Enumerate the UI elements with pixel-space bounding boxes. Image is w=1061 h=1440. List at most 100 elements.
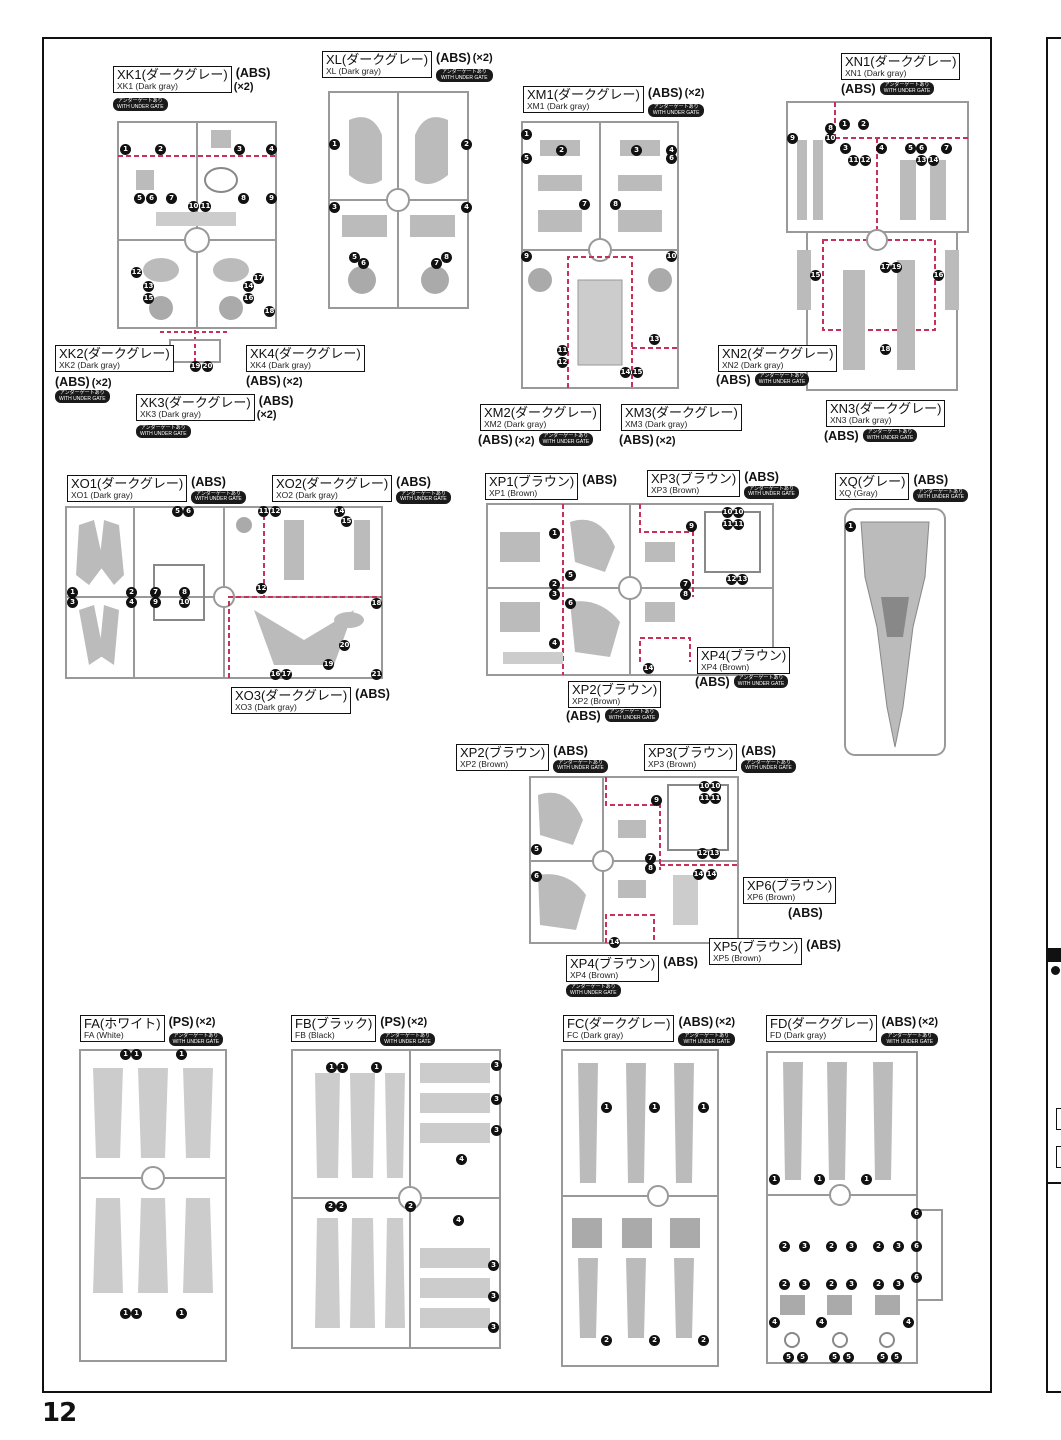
part-number: 7	[941, 143, 952, 154]
part-number: 3	[631, 145, 642, 156]
part-number: 13	[143, 281, 154, 292]
part-number: 5	[349, 252, 360, 263]
part-number: 9	[150, 597, 161, 608]
part-number: 14	[643, 663, 654, 674]
part-number: 3	[491, 1094, 502, 1105]
part-number: 6	[911, 1272, 922, 1283]
part-number: 7	[645, 853, 656, 864]
part-number: 2	[698, 1335, 709, 1346]
part-number: 3	[491, 1060, 502, 1071]
part-number: 12	[726, 574, 737, 585]
part-number: 1	[601, 1102, 612, 1113]
part-number: 2	[826, 1241, 837, 1252]
part-number: 8	[825, 123, 836, 134]
part-number: 10	[733, 507, 744, 518]
part-number: 3	[234, 144, 245, 155]
part-number: 3	[799, 1241, 810, 1252]
part-number: 1	[769, 1174, 780, 1185]
part-number: 5	[905, 143, 916, 154]
runner-label-xl: XL(ダークグレー)XL (Dark gray)(ABS)(×2)アンダーゲート…	[322, 51, 493, 82]
part-number: 3	[488, 1322, 499, 1333]
part-number: 7	[166, 193, 177, 204]
part-number: 1	[839, 119, 850, 130]
part-number: 9	[521, 251, 532, 262]
part-number: 11	[258, 506, 269, 517]
part-number: 15	[632, 367, 643, 378]
part-number: 10	[825, 133, 836, 144]
part-number: 4	[549, 638, 560, 649]
part-number: 3	[488, 1291, 499, 1302]
part-number: 12	[256, 583, 267, 594]
part-number: 9	[266, 193, 277, 204]
part-number: 4	[461, 202, 472, 213]
part-number: 11	[699, 793, 710, 804]
part-number: 1	[131, 1308, 142, 1319]
part-number: 19	[891, 262, 902, 273]
part-number: 1	[120, 1308, 131, 1319]
part-number: 8	[610, 199, 621, 210]
part-number: 3	[893, 1241, 904, 1252]
part-number: 1	[131, 1049, 142, 1060]
part-number: 6	[565, 598, 576, 609]
runner-sheet-fa	[78, 1048, 228, 1363]
runner-label-xp1: XP1(ブラウン)XP1 (Brown)(ABS)	[485, 473, 617, 500]
part-number: 14	[693, 869, 704, 880]
part-number: 15	[341, 516, 352, 527]
runner-label-xp4-mid: XP4(ブラウン)XP4 (Brown)(ABS)	[566, 955, 698, 982]
part-number: 5	[797, 1352, 808, 1363]
runner-label-xm1: XM1(ダークグレー)XM1 (Dark gray)(ABS)(×2)アンダーゲ…	[523, 86, 705, 117]
part-number: 21	[371, 669, 382, 680]
part-number: 8	[238, 193, 249, 204]
part-number: 16	[243, 293, 254, 304]
page-number: 12	[42, 1398, 77, 1428]
runner-label-xm2: XM2(ダークグレー)XM2 (Dark gray)	[480, 404, 601, 431]
part-number: 6	[358, 258, 369, 269]
part-number: 1	[814, 1174, 825, 1185]
part-number: 13	[709, 848, 720, 859]
part-number: 2	[461, 139, 472, 150]
part-number: 5	[783, 1352, 794, 1363]
part-number: 13	[737, 574, 748, 585]
part-number: 18	[880, 344, 891, 355]
runner-sheet-xl	[327, 90, 470, 310]
runner-material-xm3: (ABS)(×2)	[619, 433, 676, 447]
part-number: 5	[891, 1352, 902, 1363]
part-number: 15	[143, 293, 154, 304]
part-number: 19	[190, 361, 201, 372]
part-number: 7	[680, 579, 691, 590]
part-number: 3	[329, 202, 340, 213]
runner-label-xk1: XK1(ダークグレー)XK1 (Dark gray)(ABS)(×2)	[113, 66, 270, 93]
part-number: 5	[531, 844, 542, 855]
part-number: 17	[880, 262, 891, 273]
part-number: 5	[877, 1352, 888, 1363]
part-number: 1	[337, 1062, 348, 1073]
part-number: 1	[120, 144, 131, 155]
part-number: 2	[405, 1201, 416, 1212]
runner-label-xp4-top: XP4(ブラウン)XP4 (Brown)	[697, 647, 791, 674]
part-number: 6	[911, 1208, 922, 1219]
part-number: 1	[326, 1062, 337, 1073]
part-number: 5	[843, 1352, 854, 1363]
runner-sheet-fc	[560, 1048, 720, 1368]
part-number: 2	[826, 1279, 837, 1290]
part-number: 4	[666, 145, 677, 156]
runner-label-xo1: XO1(ダークグレー)XO1 (Dark gray)(ABS)アンダーゲートあり…	[67, 475, 246, 504]
part-number: 7	[579, 199, 590, 210]
part-number: 15	[810, 270, 821, 281]
part-number: 9	[787, 133, 798, 144]
part-number: 8	[645, 863, 656, 874]
part-number: 1	[120, 1049, 131, 1060]
part-number: 1	[698, 1102, 709, 1113]
part-number: 16	[270, 669, 281, 680]
part-number: 2	[601, 1335, 612, 1346]
runner-sheet-xk1	[116, 120, 278, 330]
runner-sheet-xo	[64, 505, 384, 680]
